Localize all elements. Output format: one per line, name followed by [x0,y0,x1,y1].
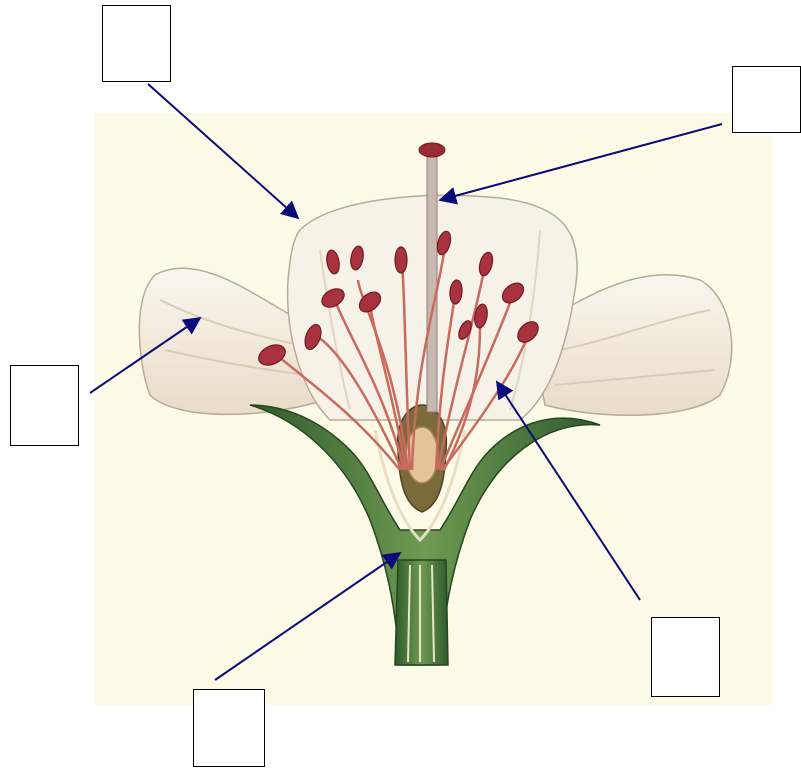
label-box-middle-left[interactable] [10,365,79,446]
label-box-top-right[interactable] [732,66,801,133]
stem [395,560,448,665]
ovule [406,427,438,483]
label-box-bottom-left[interactable] [193,689,265,767]
stigma [419,143,445,157]
label-box-top-left[interactable] [102,5,171,82]
style [427,152,437,412]
label-box-bottom-right[interactable] [651,617,720,697]
